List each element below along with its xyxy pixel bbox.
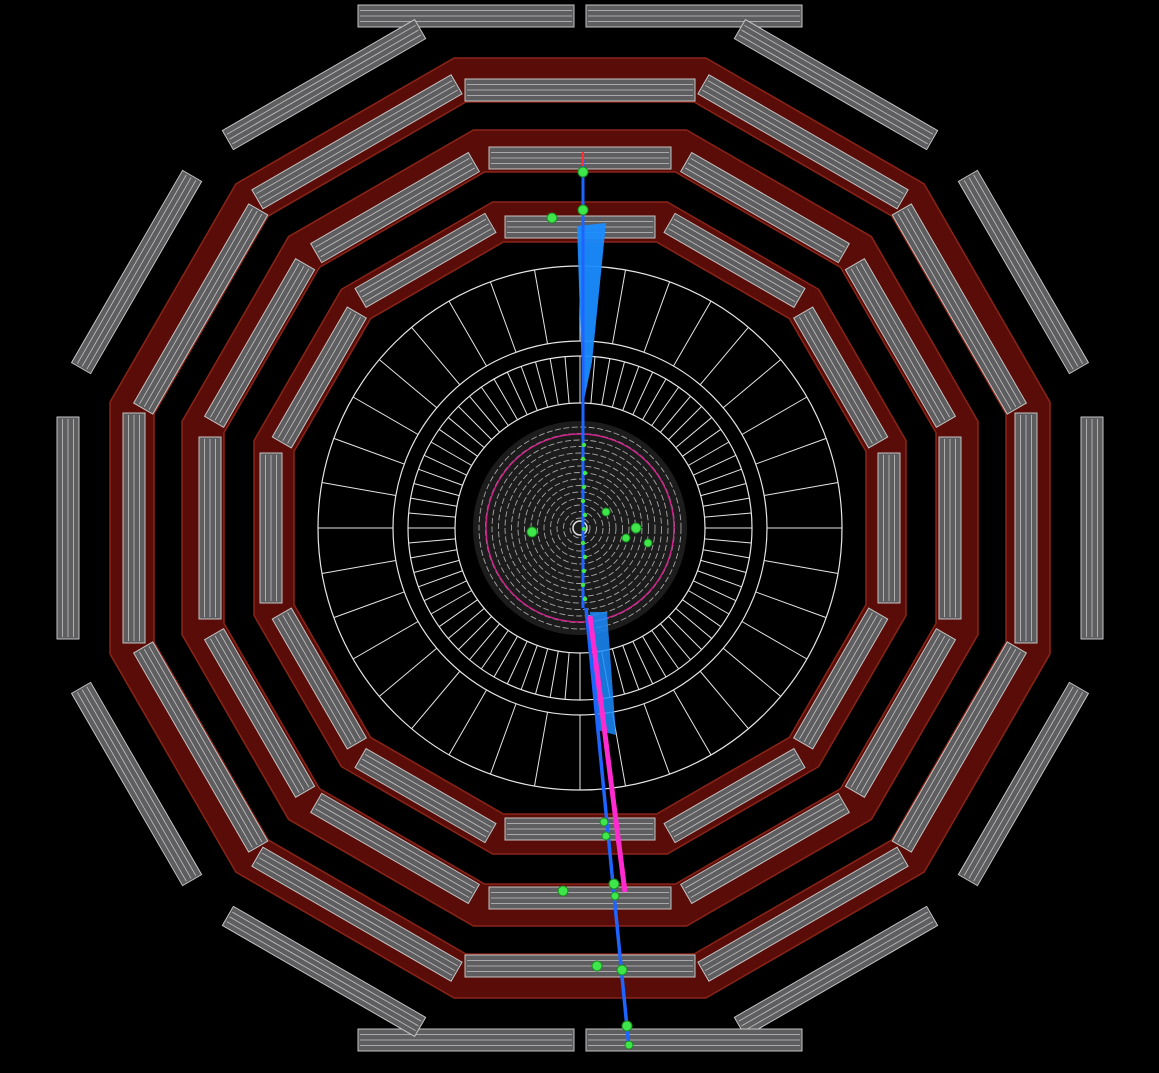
muon-chamber [122, 412, 146, 644]
muon-hit-icon [601, 507, 611, 517]
muon-chamber [271, 306, 368, 449]
muon-chamber [697, 846, 909, 982]
muon-chamber [357, 1028, 575, 1052]
muon-chamber [891, 641, 1028, 853]
muon-chamber [310, 792, 480, 905]
muon-chamber [70, 169, 203, 375]
muon-chamber [733, 18, 939, 151]
tracker-layer [491, 439, 669, 617]
muon-hit-icon [546, 212, 558, 224]
muon-hits [526, 166, 653, 1050]
tracker-layer [511, 459, 649, 597]
muon-chamber [733, 905, 939, 1038]
muon-chamber [957, 681, 1090, 887]
muon-chamber [259, 452, 283, 604]
tracker-layer [504, 452, 656, 604]
muon-chamber [132, 203, 269, 415]
muon-hit-icon [616, 964, 628, 976]
tracker-hit [580, 456, 586, 462]
tracker-layer [498, 446, 662, 610]
tracker-hit [582, 512, 588, 518]
muon-chamber [221, 905, 427, 1038]
muon-chamber [203, 258, 316, 428]
tracker-volume [473, 421, 687, 635]
muon-hit-icon [624, 1040, 634, 1050]
muon-chamber [354, 747, 497, 844]
muon-hit-icon [577, 204, 589, 216]
tracker-layer [556, 504, 604, 552]
tracker-boundary [485, 433, 675, 623]
muon-hit-icon [577, 166, 589, 178]
muon-chamber [844, 258, 957, 428]
muon-chamber [464, 78, 696, 102]
muon-chamber [792, 607, 889, 750]
muon-hit-icon [601, 831, 611, 841]
muon-hit-icon [591, 960, 603, 972]
muon-hit-icon [630, 522, 642, 534]
tracker-hit [581, 484, 587, 490]
muon-chamber [1080, 416, 1104, 640]
muon-chamber [585, 4, 803, 28]
muon-chamber [663, 212, 806, 309]
tracker-hit [582, 596, 588, 602]
muon-chamber [680, 151, 850, 264]
muon-chamber [488, 146, 672, 170]
muon-chamber [464, 954, 696, 978]
muon-chamber [132, 641, 269, 853]
tracker-layer [517, 465, 643, 591]
inner-tracker [473, 421, 687, 635]
muon-chamber [488, 886, 672, 910]
muon-hit-icon [557, 885, 569, 897]
muon-chamber [203, 628, 316, 798]
muon-chamber [271, 607, 368, 750]
muon-chamber [844, 628, 957, 798]
muon-hit-icon [621, 533, 631, 543]
muon-chamber [221, 18, 427, 151]
tracker-hit [580, 540, 586, 546]
muon-hit-icon [526, 526, 538, 538]
muon-chambers [56, 4, 1104, 1052]
muon-chamber [70, 681, 203, 887]
muon-chamber [504, 817, 656, 841]
muon-chamber [877, 452, 901, 604]
tracker-layer [478, 426, 682, 630]
tracker-hit [581, 526, 587, 532]
muon-chamber [198, 436, 222, 620]
muon-hit-icon [621, 1020, 633, 1032]
muon-chamber [310, 151, 480, 264]
muon-chamber [891, 203, 1028, 415]
tracker-hit [581, 442, 587, 448]
muon-chamber [251, 74, 463, 210]
muon-chamber [957, 169, 1090, 375]
muon-hit-icon [610, 891, 620, 901]
muon-chamber [680, 792, 850, 905]
muon-hit-icon [643, 538, 653, 548]
muon-hit-icon [608, 878, 620, 890]
muon-chamber [663, 747, 806, 844]
muon-chamber [792, 306, 889, 449]
tracker-layer [543, 491, 617, 565]
muon-chamber [251, 846, 463, 982]
muon-chamber [357, 4, 575, 28]
tracker-hit [582, 554, 588, 560]
tracker-layer [537, 485, 623, 571]
tracker-hit [581, 568, 587, 574]
tracker-layer [569, 517, 591, 539]
muon-track-icon [587, 615, 628, 893]
tracker-hit [580, 582, 586, 588]
beam-pipe [572, 520, 588, 536]
muon-chamber [1014, 412, 1038, 644]
tracker-layer [550, 498, 610, 558]
tracker-layer [563, 511, 597, 545]
muon-hit-icon [599, 817, 609, 827]
muon-chamber [585, 1028, 803, 1052]
tracker-hit [580, 498, 586, 504]
tracker-hit [582, 470, 588, 476]
muon-chamber [697, 74, 909, 210]
muon-chamber [56, 416, 80, 640]
muon-chamber [354, 212, 497, 309]
muon-chamber [938, 436, 962, 620]
